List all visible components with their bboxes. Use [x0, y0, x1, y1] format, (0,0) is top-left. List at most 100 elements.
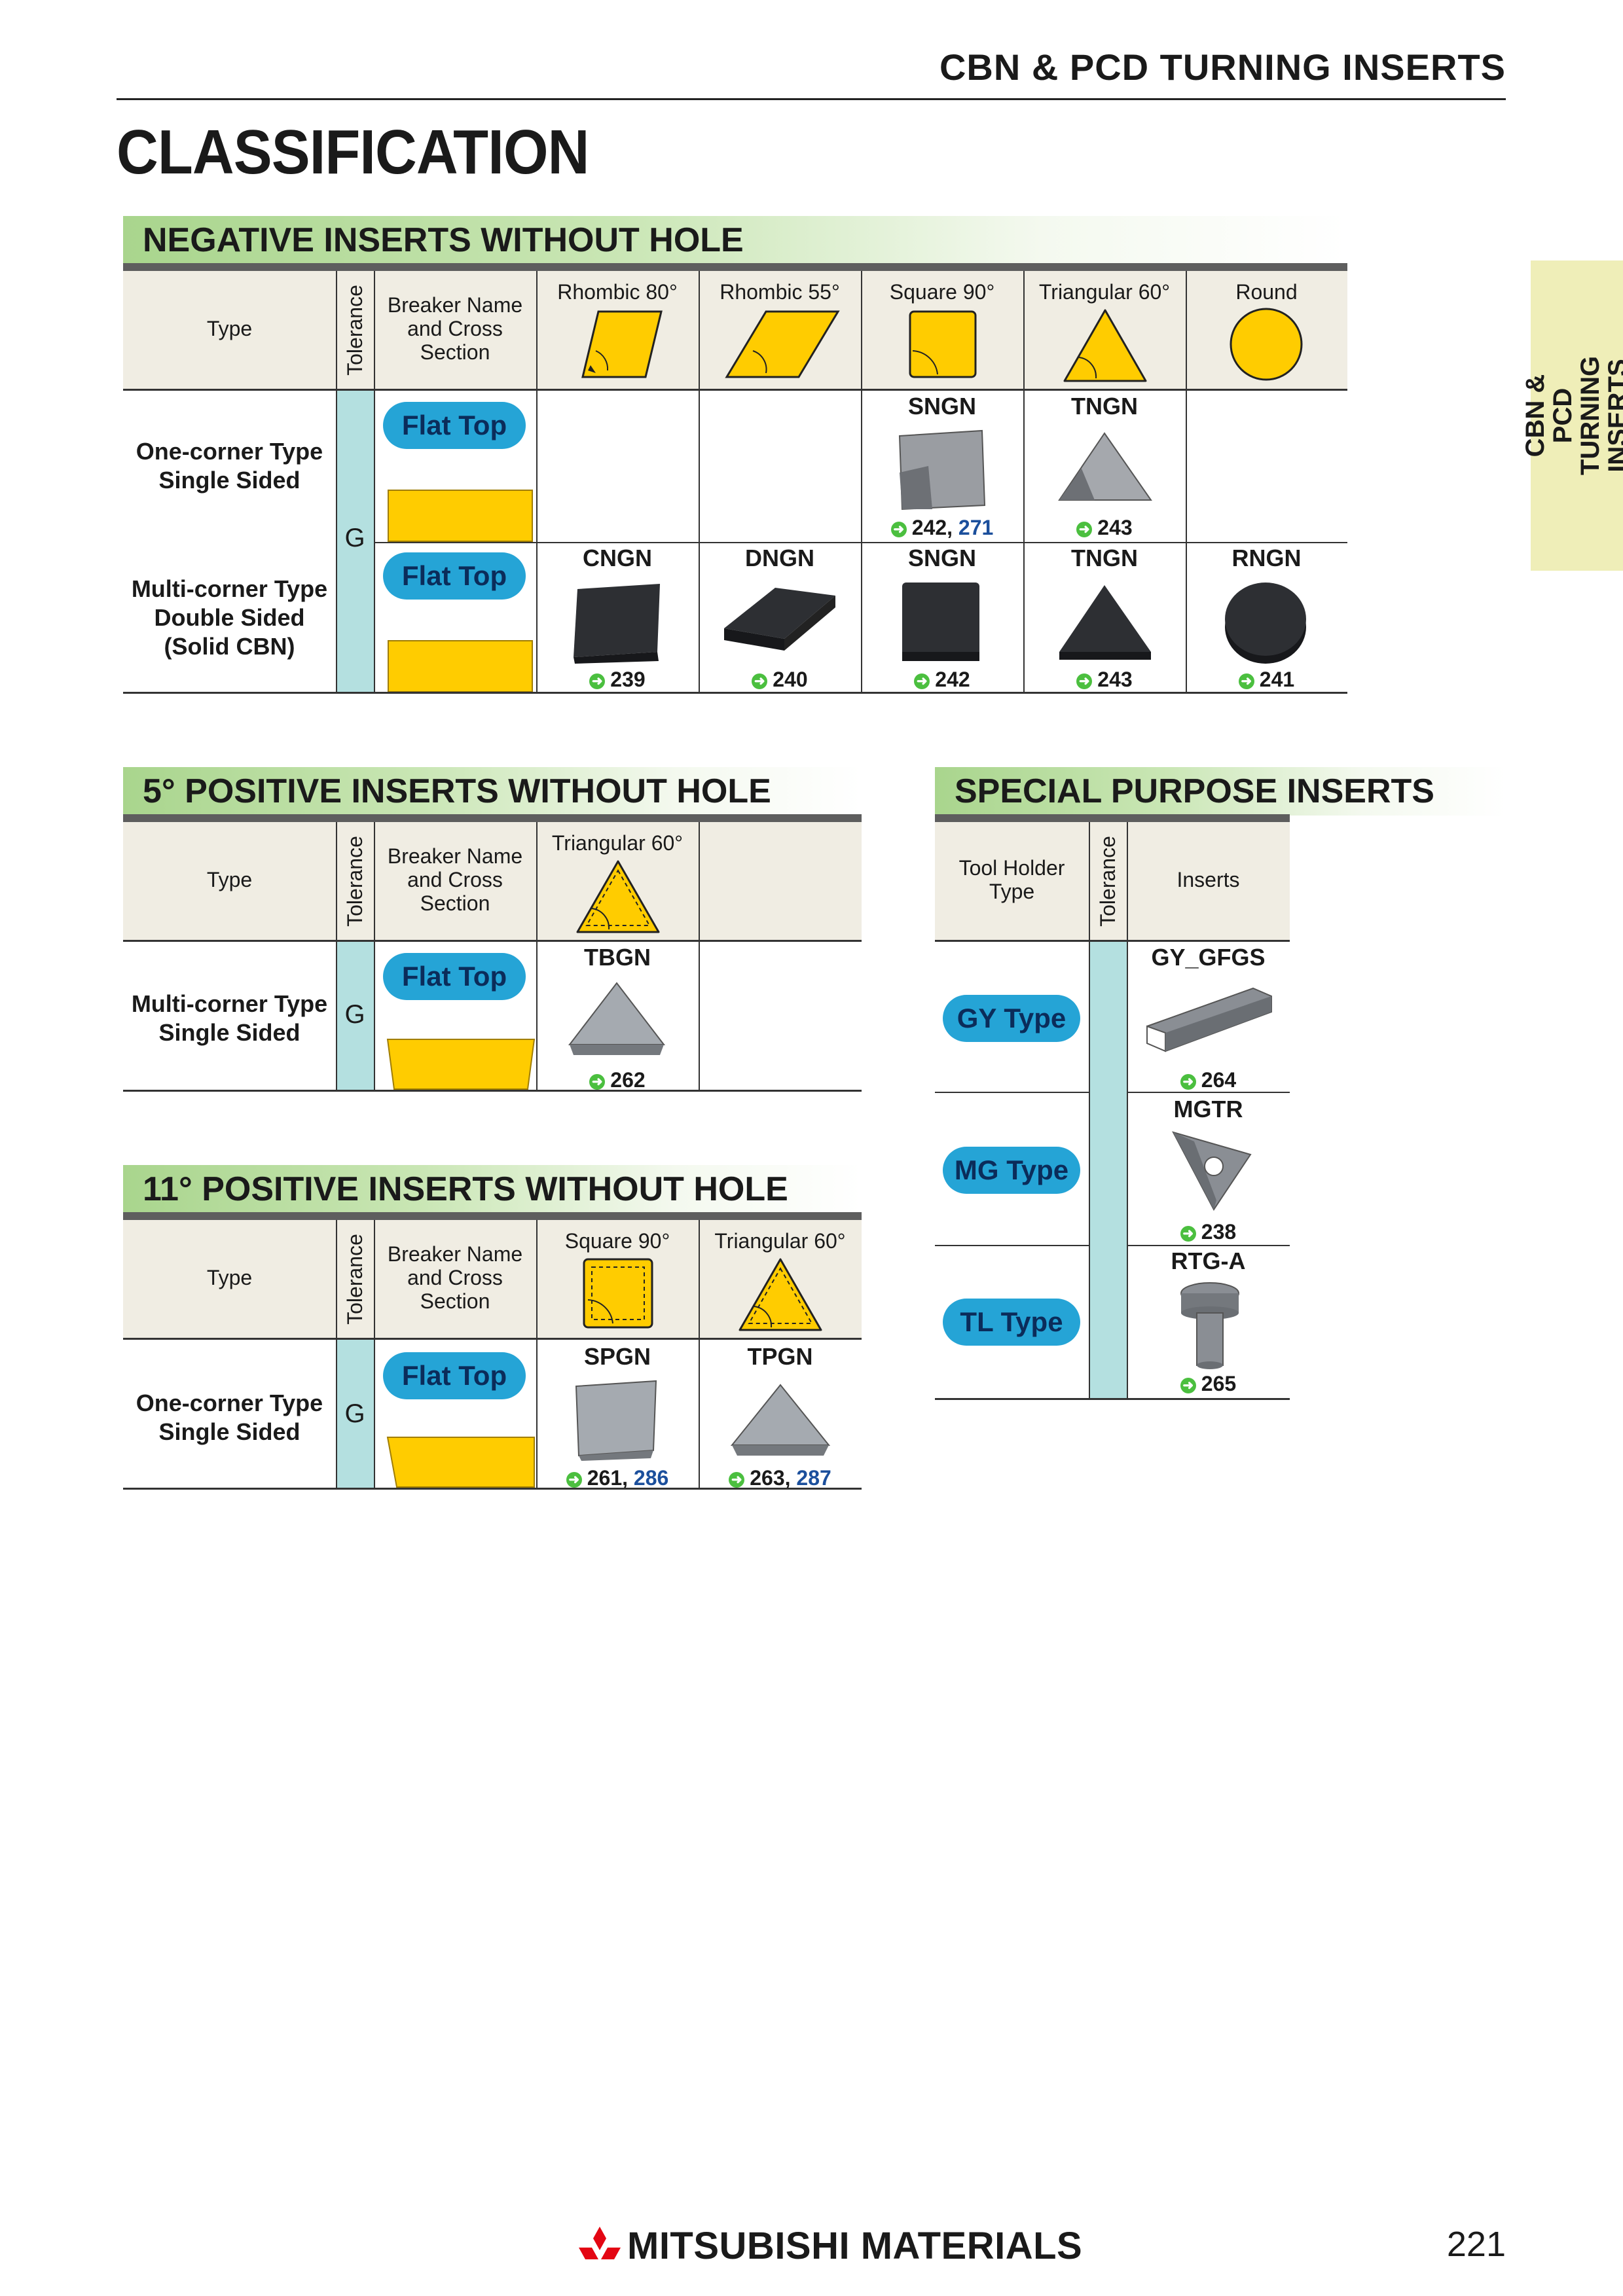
page-ref[interactable]: ➜243 — [1023, 516, 1186, 540]
divider — [1127, 1245, 1290, 1246]
cross-section — [386, 1437, 535, 1488]
page-ref[interactable]: ➜239 — [536, 668, 699, 692]
gy-type-badge: GY Type — [943, 995, 1080, 1042]
vline — [336, 271, 337, 692]
vline — [536, 1220, 538, 1488]
page-ref[interactable]: ➜238 — [1127, 1220, 1290, 1244]
section-heading: 11° POSITIVE INSERTS WITHOUT HOLE — [123, 1165, 862, 1213]
divider — [123, 692, 1347, 694]
mgtr-insert-image — [1172, 1131, 1252, 1211]
shape-label: Triangular 60° — [551, 831, 684, 855]
page-ref[interactable]: ➜261, 286 — [536, 1466, 699, 1490]
rhombic-55-icon — [725, 310, 840, 378]
col-type: Type — [206, 1266, 253, 1289]
table-header — [935, 822, 1290, 940]
flat-top-badge: Flat Top — [383, 402, 526, 449]
tolerance-column — [1089, 942, 1127, 1398]
page-ref[interactable]: ➜240 — [699, 668, 861, 692]
dngn-insert-image — [724, 588, 835, 651]
rtg-a-insert-image — [1180, 1282, 1239, 1369]
vline — [1023, 271, 1025, 692]
tngn-double-insert-image — [1059, 585, 1151, 660]
insert-code: TNGN — [1071, 393, 1138, 420]
vline — [374, 271, 375, 692]
insert-code: TBGN — [584, 944, 651, 971]
square-90-icon — [583, 1258, 653, 1329]
col-tolerance: Tolerance — [342, 1233, 367, 1325]
insert-code: SNGN — [907, 393, 976, 420]
sngn-double-insert-image — [902, 583, 979, 661]
shape-label: Triangular 60° — [714, 1229, 846, 1253]
header-rule — [117, 98, 1506, 100]
vline — [1089, 822, 1090, 1398]
side-tab-label: CBN & PCD TURNING INSERTS — [1521, 355, 1623, 476]
divider — [1127, 1092, 1290, 1093]
square-90-icon — [909, 310, 977, 378]
divider — [935, 1245, 1089, 1246]
insert-code: TNGN — [1071, 545, 1138, 571]
col-type: Type — [206, 317, 253, 340]
divider — [935, 940, 1290, 942]
shape-label: Square 90° — [564, 1229, 670, 1253]
section-heading: NEGATIVE INSERTS WITHOUT HOLE — [123, 216, 1347, 264]
vline — [699, 1220, 700, 1488]
shape-label: Round — [1235, 280, 1298, 304]
tolerance-column — [336, 942, 374, 1090]
page-ref[interactable]: ➜263, 287 — [699, 1466, 862, 1490]
page-ref[interactable]: ➜262 — [536, 1068, 699, 1092]
vline — [861, 271, 862, 692]
col-inserts: Inserts — [1176, 868, 1240, 891]
col-breaker: Breaker Name and Cross Section — [387, 844, 523, 915]
cross-section — [388, 640, 533, 692]
page-ref[interactable]: ➜241 — [1186, 668, 1347, 692]
divider — [123, 1488, 862, 1490]
table-header — [123, 1220, 862, 1338]
tolerance-column — [336, 391, 374, 692]
tolerance-value: G — [344, 1399, 365, 1428]
cross-section — [388, 490, 533, 542]
rngn-insert-image — [1225, 583, 1306, 664]
insert-code: RNGN — [1231, 545, 1302, 571]
mitsubishi-logo-icon — [579, 2227, 621, 2259]
shape-label: Rhombic 80° — [557, 280, 678, 304]
col-type: Type — [206, 868, 253, 891]
vline — [374, 822, 375, 1090]
shape-label: Rhombic 55° — [720, 280, 840, 304]
vline — [699, 271, 700, 692]
vline — [336, 822, 337, 1090]
col-breaker: Breaker Name and Cross Section — [387, 293, 523, 364]
brand-name: MITSUBISHI MATERIALS — [627, 2225, 1083, 2267]
divider — [123, 389, 1347, 391]
divider — [935, 1092, 1089, 1093]
round-icon — [1230, 308, 1303, 381]
shape-label: Triangular 60° — [1038, 280, 1171, 304]
triangular-60-icon — [1063, 309, 1147, 382]
page-ref[interactable]: ➜265 — [1127, 1372, 1290, 1396]
insert-code: GY_GFGS — [1151, 944, 1266, 971]
triangular-60-icon — [739, 1258, 822, 1331]
tolerance-value: G — [344, 1000, 365, 1029]
insert-code: TPGN — [747, 1343, 813, 1370]
page-ref[interactable]: ➜242 — [861, 668, 1023, 692]
tl-type-badge: TL Type — [943, 1299, 1080, 1346]
flat-top-badge: Flat Top — [383, 552, 526, 600]
page-ref[interactable]: ➜243 — [1023, 668, 1186, 692]
page-ref[interactable]: ➜264 — [1127, 1068, 1290, 1092]
tolerance-value: G — [344, 524, 365, 552]
col-tolerance: Tolerance — [342, 835, 367, 927]
tngn-single-insert-image — [1058, 432, 1152, 501]
divider — [123, 940, 862, 942]
vline — [1186, 271, 1187, 692]
gy-gfgs-insert-image — [1146, 987, 1272, 1052]
col-holder: Tool Holder Type — [958, 856, 1065, 903]
insert-code: MGTR — [1173, 1096, 1243, 1122]
page-ref[interactable]: ➜242, 271 — [861, 516, 1023, 540]
col-tolerance: Tolerance — [1095, 835, 1120, 927]
divider — [935, 1398, 1290, 1400]
insert-code: RTG-A — [1171, 1247, 1246, 1274]
vline — [1127, 822, 1128, 1398]
insert-code: CNGN — [583, 545, 652, 571]
mg-type-badge: MG Type — [943, 1147, 1080, 1194]
